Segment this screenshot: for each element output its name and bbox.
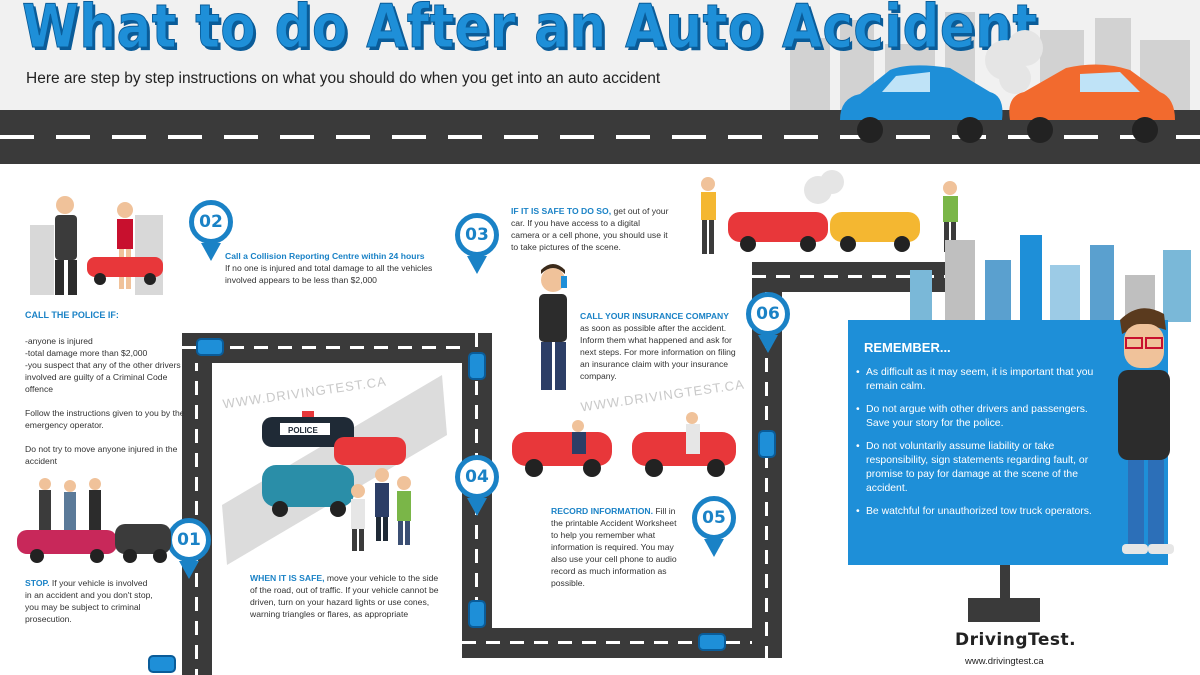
step-04-body: move your vehicle to the side of the roa… (250, 573, 439, 619)
building (790, 38, 830, 110)
route-car-icon (148, 655, 176, 673)
step-06-pin: 06 (746, 292, 790, 353)
city-skyline-illustration (910, 235, 1191, 322)
step-05-heading: RECORD INFORMATION. (551, 506, 654, 516)
route-car-icon (468, 352, 486, 380)
route-car-icon (468, 600, 486, 628)
route-car-icon (758, 430, 776, 458)
step-03-text: IF IT IS SAFE TO DO SO, get out of your … (511, 205, 671, 253)
step-01-text: STOP. If your vehicle is involved in an … (25, 577, 155, 625)
remember-item: Be watchful for unauthorized tow truck o… (856, 505, 1106, 519)
step-01-body: If your vehicle is involved in an accide… (25, 578, 153, 624)
police-item: -total damage more than $2,000 (25, 348, 148, 358)
people-icon (39, 478, 101, 530)
man-phone-icon (539, 264, 567, 390)
step-03-body: get out of your car. If you have access … (511, 206, 669, 252)
billboard-base (968, 598, 1040, 622)
bystander-icon (351, 484, 365, 551)
step-06-text: CALL YOUR INSURANCE COMPANY as soon as p… (580, 310, 740, 382)
step-01-illustration (17, 478, 171, 563)
man-icon (943, 181, 958, 252)
call-police-illustration (30, 196, 163, 295)
step-04-text: WHEN IT IS SAFE, move your vehicle to th… (250, 572, 440, 620)
step-03-illustration (701, 170, 958, 254)
step-02-heading: Call a Collision Reporting Centre within… (225, 251, 425, 261)
watermark: WWW.DRIVINGTEST.CA (579, 376, 746, 415)
step-04-illustration: POLICE (222, 375, 447, 565)
page-title: What to do After an Auto Accident (22, 0, 1038, 63)
police-car-label: POLICE (288, 426, 318, 435)
crashed-car-icon (17, 530, 117, 563)
route-road (462, 628, 780, 658)
route-car-icon (196, 338, 224, 356)
police-section: CALL THE POLICE IF: -anyone is injured -… (25, 309, 185, 467)
driver-icon (397, 476, 411, 545)
police-item: -anyone is injured (25, 336, 93, 346)
step-05-pin: 05 (692, 496, 736, 557)
teal-car-icon (262, 465, 354, 517)
step-04-heading: WHEN IT IS SAFE, (250, 573, 325, 583)
kneeling-person-icon (572, 420, 586, 454)
police-heading: CALL THE POLICE IF: (25, 310, 119, 320)
remember-item: Do not argue with other drivers and pass… (856, 403, 1106, 431)
step-05-body: Fill in the printable Accident Worksheet… (551, 506, 677, 588)
red-car-icon (632, 432, 736, 477)
step-05-text: RECORD INFORMATION. Fill in the printabl… (551, 505, 681, 589)
officer-icon (375, 468, 389, 541)
step-04-pin: 04 (455, 455, 499, 516)
red-car-icon (728, 212, 828, 252)
writing-person-icon (686, 412, 700, 454)
step-05-illustration (512, 412, 736, 477)
smoke-icon (985, 30, 1043, 94)
blue-car-icon (840, 65, 1003, 143)
billboard-post (1000, 565, 1010, 601)
police-car-icon (262, 411, 354, 447)
remember-item: Do not voluntarily assume liability or t… (856, 440, 1106, 496)
step-06-body: as soon as possible after the accident. … (580, 323, 736, 381)
crashed-car-icon (115, 524, 171, 563)
car-icon (87, 257, 163, 285)
page-subtitle: Here are step by step instructions on wh… (26, 70, 661, 87)
brand-url[interactable]: www.drivingtest.ca (965, 656, 1044, 667)
orange-car-icon (1009, 64, 1175, 143)
step-02-text: Call a Collision Reporting Centre within… (225, 250, 435, 286)
man-phone-icon (701, 177, 716, 254)
route-road (182, 333, 212, 675)
remember-item: As difficult as it may seem, it is impor… (856, 366, 1106, 394)
yellow-car-icon (830, 212, 920, 252)
thinking-man-icon (1118, 308, 1174, 554)
step-02-body: If no one is injured and total damage to… (225, 263, 433, 285)
red-car-icon (512, 432, 612, 477)
route-road (182, 333, 488, 363)
step-03-heading: IF IT IS SAFE TO DO SO, (511, 206, 612, 216)
police-note: Do not try to move anyone injured in the… (25, 444, 178, 466)
step-01-heading: STOP. (25, 578, 50, 588)
thinking-man-illustration (1118, 308, 1174, 554)
step-01-pin: 01 (167, 518, 211, 579)
step-06-heading: CALL YOUR INSURANCE COMPANY (580, 311, 729, 321)
remember-title: REMEMBER... (864, 340, 951, 355)
step-03-pin: 03 (455, 213, 499, 274)
brand-logo: DrivingTest. (955, 630, 1077, 650)
step-06-illustration (539, 264, 567, 390)
header-collision-illustration (840, 30, 1175, 143)
route-car-icon (698, 633, 726, 651)
smoke-icon (804, 170, 844, 204)
police-item: -you suspect that any of the other drive… (25, 360, 181, 394)
police-note: Follow the instructions given to you by … (25, 408, 185, 430)
remember-list: As difficult as it may seem, it is impor… (856, 366, 1106, 528)
step-02-pin: 02 (189, 200, 233, 261)
man-phone-icon (55, 196, 77, 295)
red-car-icon (334, 437, 406, 465)
